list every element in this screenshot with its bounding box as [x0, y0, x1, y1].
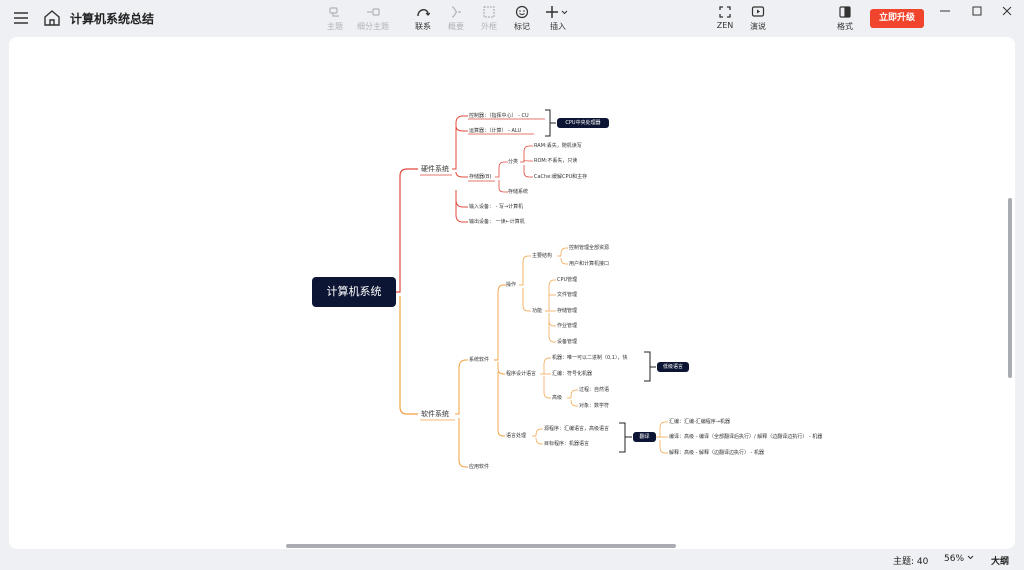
format-button[interactable]: 格式 — [823, 4, 867, 34]
horizontal-scrollbar[interactable] — [286, 544, 676, 548]
mindmap-canvas[interactable] — [9, 37, 1015, 549]
zen-icon — [719, 6, 731, 18]
pitch-label: 演说 — [750, 22, 766, 31]
topic-count: 主题: 40 — [893, 557, 929, 567]
node-target-program[interactable]: 目标程序：机器语言 — [544, 441, 590, 447]
node-cache[interactable]: CaChe:缓解CPU和主存 — [534, 174, 588, 180]
subtopic-label: 细分主题 — [357, 22, 389, 31]
summary-translate[interactable]: 翻译 — [633, 432, 656, 442]
node-function-item[interactable]: 作业管理 — [557, 323, 578, 329]
topic-icon — [329, 7, 339, 17]
summary-low-level[interactable]: 低级语言 — [657, 362, 689, 372]
node-source-program[interactable]: 源程序：汇编语言，高级语言 — [544, 426, 610, 432]
node-system-software[interactable]: 系统软件 — [469, 357, 490, 363]
node-software[interactable]: 软件系统 — [421, 410, 449, 418]
node-alu[interactable]: 运算器：（计算） - ALU — [469, 128, 522, 134]
document-title: 计算机系统总结 — [70, 12, 155, 26]
boundary-label: 外框 — [481, 22, 497, 31]
upgrade-button[interactable]: 立即升级 — [870, 9, 924, 28]
zen-button[interactable]: ZEN — [703, 4, 747, 34]
pitch-icon — [751, 6, 765, 17]
node-classify[interactable]: 分类 — [508, 159, 519, 165]
relation-icon — [417, 9, 430, 17]
menu-icon[interactable] — [11, 8, 31, 28]
node-structure-item[interactable]: 控制管理全部资源 — [569, 245, 610, 251]
node-storage-system[interactable]: 存储系统 — [508, 189, 529, 195]
close-icon[interactable] — [999, 3, 1015, 19]
zen-label: ZEN — [716, 21, 734, 30]
node-storage[interactable]: 存储器(B) — [469, 174, 492, 180]
summary-button[interactable]: 概要 — [434, 4, 478, 34]
node-compiler[interactable]: 编译：高级 - 编译（全部翻译后执行）/ 解释（边翻译边执行） - 机器 — [669, 434, 823, 440]
top-toolbar: 计算机系统总结 主题 细分主题 联系 概要 外框 标记 插入 — [0, 0, 1024, 36]
topic-label: 主题 — [327, 22, 343, 31]
node-assembly[interactable]: 汇编：符号化机器 — [552, 371, 593, 377]
sticker-label: 标记 — [514, 22, 530, 31]
node-function-item[interactable]: 文件管理 — [557, 292, 578, 298]
insert-label: 插入 — [550, 22, 566, 31]
zoom-value: 56% — [944, 554, 965, 564]
subtopic-button[interactable]: 细分主题 — [351, 4, 395, 34]
zoom-level[interactable]: 56% — [944, 554, 974, 564]
boundary-button[interactable]: 外框 — [467, 4, 511, 34]
pitch-button[interactable]: 演说 — [736, 4, 780, 34]
node-interpreter[interactable]: 解释：高级 - 解释（边翻译边执行） - 机器 — [669, 450, 764, 456]
node-function-item[interactable]: 存储管理 — [557, 308, 578, 314]
node-high-level[interactable]: 高级 — [552, 395, 563, 401]
summary-icon — [451, 6, 461, 18]
summary-label: 概要 — [448, 22, 464, 31]
node-assembler[interactable]: 汇编：汇编-汇编程序→机器 — [669, 419, 730, 425]
vertical-scrollbar[interactable] — [1008, 198, 1012, 378]
sticker-icon — [515, 5, 529, 19]
format-label: 格式 — [837, 22, 853, 31]
node-application[interactable]: 应用软件 — [469, 464, 490, 470]
insert-button[interactable]: 插入 — [536, 4, 580, 34]
node-object[interactable]: 对象：数学符 — [579, 403, 610, 409]
node-prog-lang[interactable]: 程序设计语言 — [506, 371, 537, 377]
node-rom[interactable]: ROM:不丢失，只读 — [534, 158, 578, 164]
summary-cpu[interactable]: CPU中央处理器 — [557, 118, 609, 128]
subtopic-icon — [367, 8, 380, 16]
outline-button[interactable]: 大纲 — [991, 557, 1010, 567]
minimize-icon[interactable] — [937, 3, 953, 19]
chevron-down-icon — [967, 555, 974, 560]
maximize-icon[interactable] — [969, 3, 985, 19]
node-lang-processing[interactable]: 语言处理 — [506, 433, 527, 439]
node-function[interactable]: 功能 — [532, 308, 543, 314]
topic-button[interactable]: 主题 — [313, 4, 357, 34]
node-machine[interactable]: 机器：唯一可以二进制（0,1），快 — [552, 355, 628, 361]
node-ram[interactable]: RAM:丢失，随机读写 — [534, 143, 582, 149]
home-icon[interactable] — [42, 8, 62, 28]
relation-button[interactable]: 联系 — [401, 4, 445, 34]
node-os[interactable]: 操作 — [506, 282, 517, 288]
node-input[interactable]: 输入设备： - 写→计算机 — [469, 204, 524, 210]
boundary-icon — [483, 6, 495, 18]
root-node[interactable]: 计算机系统 — [312, 277, 396, 307]
node-function-item[interactable]: 设备管理 — [557, 339, 578, 345]
node-hardware[interactable]: 硬件系统 — [421, 165, 449, 173]
node-function-item[interactable]: CPU管理 — [557, 277, 578, 283]
node-controller[interactable]: 控制器：（指挥中心） - CU — [469, 113, 529, 119]
format-icon — [839, 6, 851, 18]
node-output[interactable]: 输出设备： 一读←计算机 — [469, 219, 525, 225]
sticker-button[interactable]: 标记 — [500, 4, 544, 34]
relation-label: 联系 — [415, 22, 431, 31]
node-procedural[interactable]: 过程：自然语 — [579, 387, 610, 393]
node-structure-item[interactable]: 用户和计算机接口 — [569, 261, 610, 267]
insert-icon — [546, 6, 568, 18]
node-structure[interactable]: 主要结构 — [532, 253, 553, 259]
